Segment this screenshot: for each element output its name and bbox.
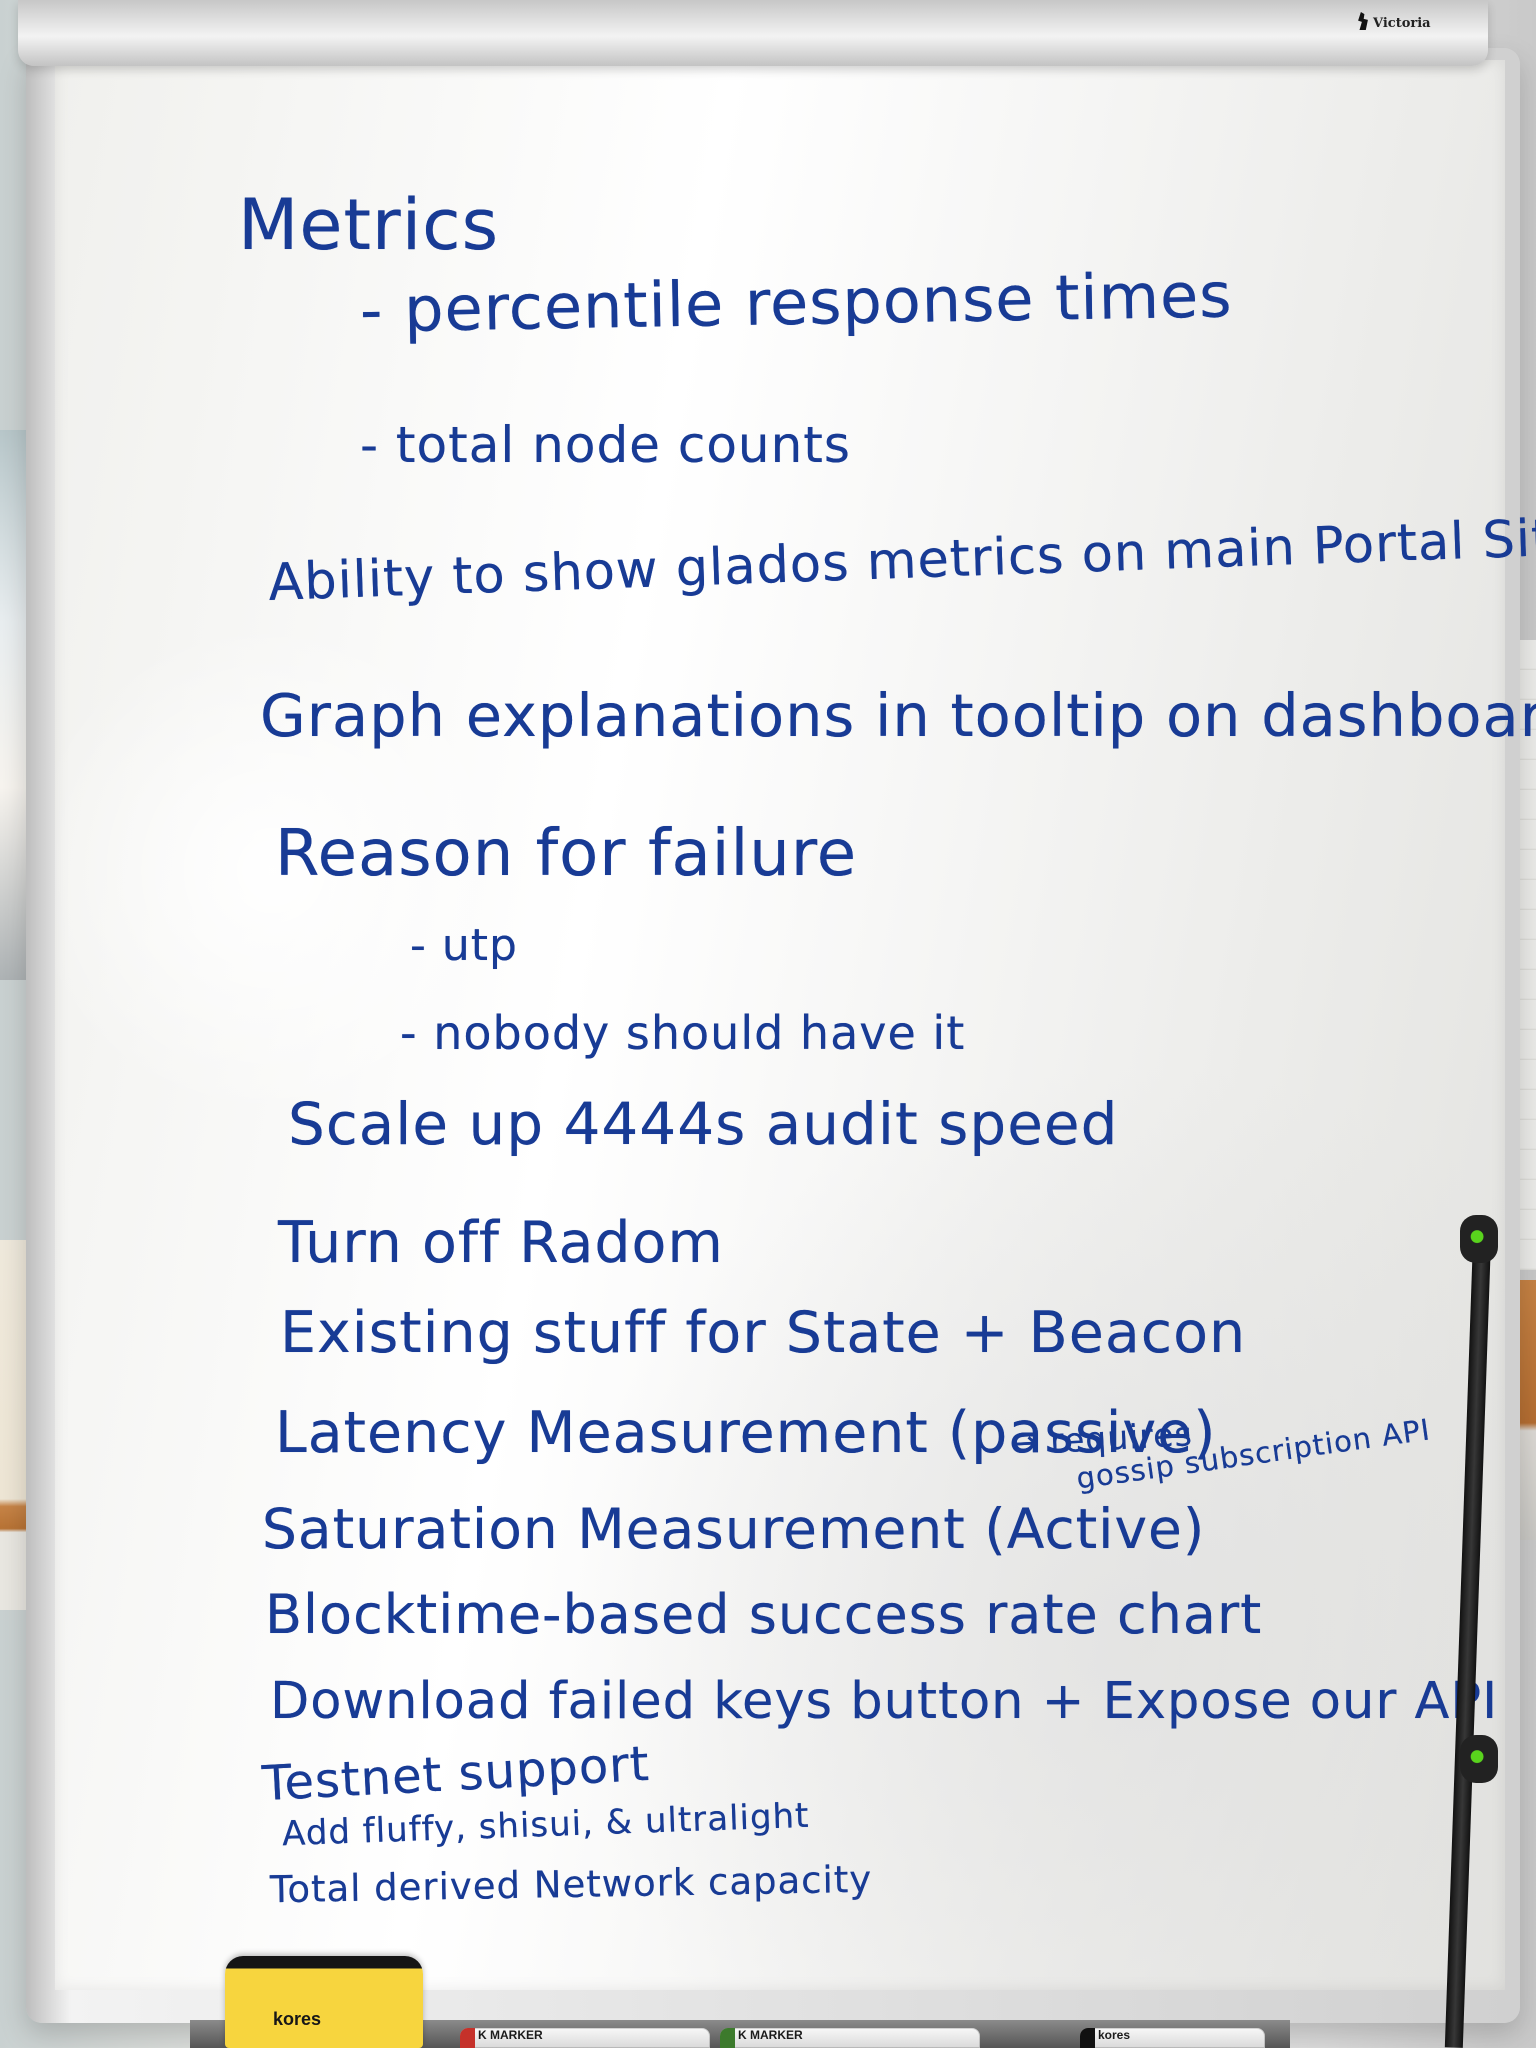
handwritten-line-11: Existing stuff for State + Beacon (280, 1300, 1247, 1366)
handwritten-line-2: - percentile response times (359, 258, 1234, 347)
easel-clip-top (1460, 1215, 1498, 1263)
black-marker-label: kores (1098, 2028, 1131, 2042)
handwritten-line-16: Blocktime-based success rate chart (265, 1583, 1263, 1646)
handwritten-line-20: Total derived Network capacity (269, 1857, 873, 1912)
red-marker[interactable]: K MARKER (460, 2028, 710, 2048)
whiteboard-top-clamp: Victoria (18, 0, 1488, 66)
handwritten-line-3: - total node counts (360, 416, 851, 474)
black-marker[interactable]: kores (1080, 2028, 1265, 2048)
handwritten-line-8: - nobody should have it (400, 1006, 966, 1060)
horse-logo-icon (1358, 12, 1368, 30)
handwritten-line-17: Download failed keys button + Expose our… (270, 1672, 1499, 1731)
left-window-light (0, 430, 28, 980)
handwritten-line-1: Metrics (238, 184, 500, 266)
victoria-brand: Victoria (1356, 12, 1432, 36)
brand-name: Victoria (1373, 16, 1431, 31)
whiteboard-surface (55, 60, 1505, 1990)
whiteboard-eraser[interactable]: kores (225, 1956, 423, 2048)
handwritten-line-5: Graph explanations in tooltip on dashboa… (260, 681, 1536, 750)
handwritten-line-7: - utp (410, 920, 518, 971)
handwritten-line-12: Latency Measurement (passive) (275, 1400, 1217, 1466)
green-marker[interactable]: K MARKER (720, 2028, 980, 2048)
handwritten-line-10: Turn off Radom (278, 1210, 724, 1276)
eraser-brand: kores (273, 2009, 322, 2029)
handwritten-line-9: Scale up 4444s audit speed (288, 1090, 1119, 1158)
handwritten-line-6: Reason for failure (275, 817, 858, 891)
handwritten-line-15: Saturation Measurement (Active) (262, 1497, 1206, 1561)
red-marker-label: K MARKER (478, 2028, 543, 2042)
easel-clip-bottom (1460, 1735, 1498, 1783)
green-marker-label: K MARKER (738, 2028, 803, 2042)
